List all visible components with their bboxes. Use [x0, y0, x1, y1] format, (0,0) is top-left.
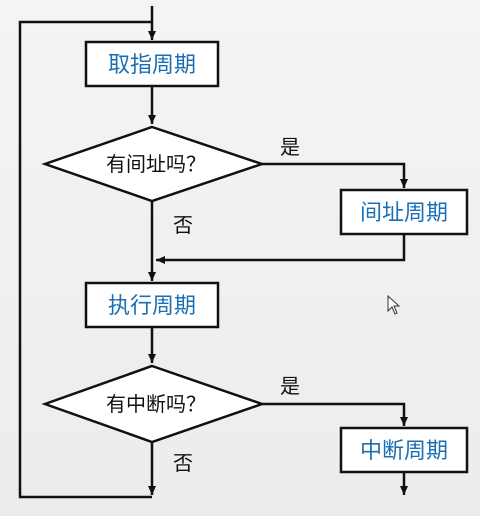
interrupt-cycle-label: 中断周期 — [360, 439, 448, 464]
indirect-cycle-box: 间址周期 — [339, 188, 469, 236]
interrupt-question-diamond: 有中断吗？ — [41, 364, 266, 444]
interrupt-yes-label: 是 — [280, 374, 300, 398]
mouse-cursor-icon — [387, 294, 401, 315]
indirect-no-label: 否 — [173, 213, 193, 237]
interrupt-cycle-box: 中断周期 — [339, 426, 469, 474]
indirect-yes-label: 是 — [280, 135, 300, 159]
fetch-cycle-label: 取指周期 — [108, 53, 196, 78]
loop-back-edge — [18, 20, 152, 499]
interrupt-question-label: 有中断吗？ — [106, 392, 206, 416]
indirect-return-edge — [156, 234, 406, 264]
indirect-yes-edge — [262, 162, 408, 188]
interrupt-yes-edge — [262, 402, 408, 426]
execute-cycle-label: 执行周期 — [108, 294, 196, 319]
indirect-question-diamond: 有间址吗？ — [41, 125, 266, 203]
interrupt-no-label: 否 — [173, 451, 193, 475]
indirect-cycle-label: 间址周期 — [360, 201, 448, 226]
execute-cycle-box: 执行周期 — [84, 281, 220, 329]
indirect-question-label: 有间址吗？ — [106, 152, 206, 176]
fetch-cycle-box: 取指周期 — [84, 40, 220, 88]
